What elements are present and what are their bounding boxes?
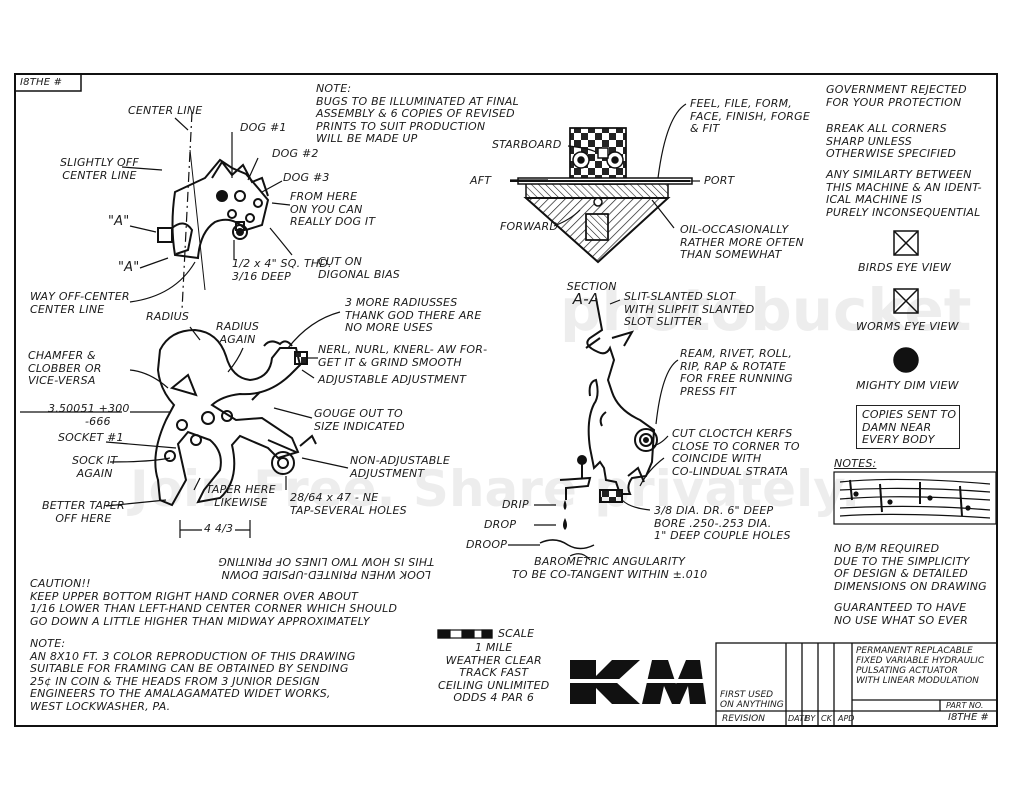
no-bm-note: NO B/M REQUIRED DUE TO THE SIMPLICITY OF… bbox=[834, 542, 987, 593]
label-slit-slanted: SLIT-SLANTED SLOT WITH SLIPFIT SLANTED S… bbox=[624, 290, 755, 328]
mighty-dim-label: MIGHTY DIM VIEW bbox=[856, 379, 959, 392]
label-ream: REAM, RIVET, ROLL, RIP, RAP & ROTATE FOR… bbox=[680, 347, 793, 398]
notes-label: NOTES: bbox=[834, 457, 877, 470]
label-radius-again: RADIUS AGAIN bbox=[216, 320, 260, 346]
label-better-taper: BETTER TAPER OFF HERE bbox=[42, 499, 125, 525]
section-label: SECTION A-A bbox=[552, 268, 617, 320]
leaders-section bbox=[510, 103, 700, 229]
watermark-top: photobucket bbox=[560, 276, 972, 344]
label-drop: DROP bbox=[484, 518, 517, 531]
part-no-label: PART NO. bbox=[946, 701, 984, 710]
label-a-lower: "A" bbox=[118, 260, 140, 275]
caution-note: CAUTION!! KEEP UPPER BOTTOM RIGHT HAND C… bbox=[30, 577, 398, 628]
label-dog-2: DOG #2 bbox=[272, 147, 319, 160]
notes-scribble bbox=[833, 471, 997, 525]
leaders-right-part bbox=[508, 299, 679, 561]
section-view bbox=[510, 127, 693, 264]
label-slightly-off: SLIGHTLY OFF CENTER LINE bbox=[60, 156, 139, 182]
government-note: GOVERNMENT REJECTED FOR YOUR PROTECTION bbox=[826, 83, 967, 109]
revision-label: REVISION bbox=[722, 714, 765, 724]
note-top: NOTE: BUGS TO BE ILLUMINATED AT FINAL AS… bbox=[316, 82, 519, 145]
title-description: PERMANENT REPLACABLE FIXED VARIABLE HYDR… bbox=[856, 646, 985, 686]
dog-part bbox=[157, 111, 270, 311]
upside-down-text: LOOK WHEN PRINTED-UPSIDE DOWN THIS IS HO… bbox=[218, 555, 435, 582]
label-sock-it: SOCK IT AGAIN bbox=[72, 454, 118, 480]
label-tap-several: 28/64 x 47 - NE TAP-SEVERAL HOLES bbox=[290, 491, 407, 517]
ck-label: CK bbox=[821, 714, 832, 723]
label-thread: 1/2 x 4" SQ. THD. 3/16 DEEP bbox=[232, 257, 332, 283]
label-feel-file: FEEL, FILE, FORM, FACE, FINISH, FORGE & … bbox=[690, 97, 811, 135]
label-droop: DROOP bbox=[466, 538, 508, 551]
drips bbox=[563, 500, 567, 530]
date-label: DATE bbox=[788, 714, 809, 723]
scale-label: SCALE bbox=[498, 627, 535, 640]
sheet-border bbox=[14, 73, 998, 727]
watermark-bottom: Join Free. Share privately. bbox=[130, 460, 861, 518]
scale-text: 1 MILE WEATHER CLEAR TRACK FAST CEILING … bbox=[438, 641, 550, 704]
label-non-adjustable: NON-ADJUSTABLE ADJUSTMENT bbox=[350, 454, 451, 480]
leaders-left-top bbox=[121, 117, 293, 303]
label-taper-here: TAPER HERE LIKEWISE bbox=[206, 483, 276, 509]
label-adjustable: ADJUSTABLE ADJUSTMENT bbox=[318, 373, 467, 386]
birds-eye-label: BIRDS EYE VIEW bbox=[858, 261, 951, 274]
label-socket: SOCKET #1 bbox=[58, 431, 124, 444]
section-letters: A-A bbox=[572, 290, 600, 308]
label-forward: FORWARD bbox=[500, 220, 558, 233]
km-logo bbox=[564, 660, 712, 704]
copies-sent-note: COPIES SENT TO DAMN NEAR EVERY BODY bbox=[862, 408, 957, 446]
scale-bar bbox=[437, 629, 493, 639]
id-tab bbox=[14, 73, 82, 92]
bottom-note: NOTE: AN 8x10 FT. 3 COLOR REPRODUCTION O… bbox=[30, 637, 356, 713]
view-symbols bbox=[893, 230, 919, 373]
label-oil: OIL-OCCASIONALLY RATHER MORE OFTEN THAN … bbox=[680, 223, 804, 261]
similarity-note: ANY SIMILARTY BETWEEN THIS MACHINE & AN … bbox=[826, 168, 982, 219]
label-nerl: NERL, NURL, KNERL- AW FOR- GET IT & GRIN… bbox=[318, 343, 488, 369]
leaders-left-bottom bbox=[20, 311, 349, 538]
by-label: BY bbox=[805, 714, 816, 723]
label-center-line: CENTER LINE bbox=[128, 104, 203, 117]
label-cut-on: CUT ON DIGONAL BIAS bbox=[318, 255, 400, 281]
label-chamfer: CHAMFER & CLOBBER OR VICE-VERSA bbox=[28, 349, 102, 387]
label-starboard: STARBOARD bbox=[492, 138, 562, 151]
label-bore: 3/8 DIA. DR. 6" DEEP BORE .250-.253 DIA.… bbox=[654, 504, 791, 542]
label-drip: DRIP bbox=[502, 498, 529, 511]
label-cut-cloctch: CUT CLOCTCH KERFS CLOSE TO CORNER TO COI… bbox=[672, 427, 800, 478]
slotted-part bbox=[559, 297, 658, 503]
label-aft: AFT bbox=[470, 174, 492, 187]
label-four-quarters: 4 4/3 bbox=[202, 522, 236, 536]
label-radius: RADIUS bbox=[146, 310, 190, 323]
label-three-more: 3 MORE RADIUSSES THANK GOD THERE ARE NO … bbox=[345, 296, 482, 334]
label-barometric: BAROMETRIC ANGULARITY TO BE CO-TANGENT W… bbox=[512, 555, 708, 581]
first-used: FIRST USED ON ANYTHING bbox=[720, 690, 784, 710]
copies-sent-box bbox=[856, 405, 960, 449]
label-from-here: FROM HERE ON YOU CAN REALLY DOG IT bbox=[290, 190, 376, 228]
worms-eye-label: WORMS EYE VIEW bbox=[856, 320, 959, 333]
section-word: SECTION bbox=[566, 279, 617, 293]
label-port: PORT bbox=[704, 174, 735, 187]
label-dog-3: DOG #3 bbox=[283, 171, 330, 184]
label-a-upper: "A" bbox=[108, 214, 130, 229]
drawing-id: I8THE # bbox=[20, 77, 63, 88]
apd-label: APD bbox=[838, 714, 855, 723]
label-gouge: GOUGE OUT TO SIZE INDICATED bbox=[314, 407, 405, 433]
title-block-lines bbox=[715, 642, 998, 727]
part-no-value: I8THE # bbox=[948, 712, 989, 723]
label-way-off: WAY OFF-CENTER CENTER LINE bbox=[30, 290, 130, 316]
break-corners-note: BREAK ALL CORNERS SHARP UNLESS OTHERWISE… bbox=[826, 122, 957, 160]
label-dog-1: DOG #1 bbox=[240, 121, 287, 134]
guaranteed-note: GUARANTEED TO HAVE NO USE WHAT SO EVER bbox=[834, 601, 968, 627]
label-dimension: 3.50051 +300 -666 bbox=[48, 402, 130, 428]
radius-part bbox=[154, 328, 317, 507]
